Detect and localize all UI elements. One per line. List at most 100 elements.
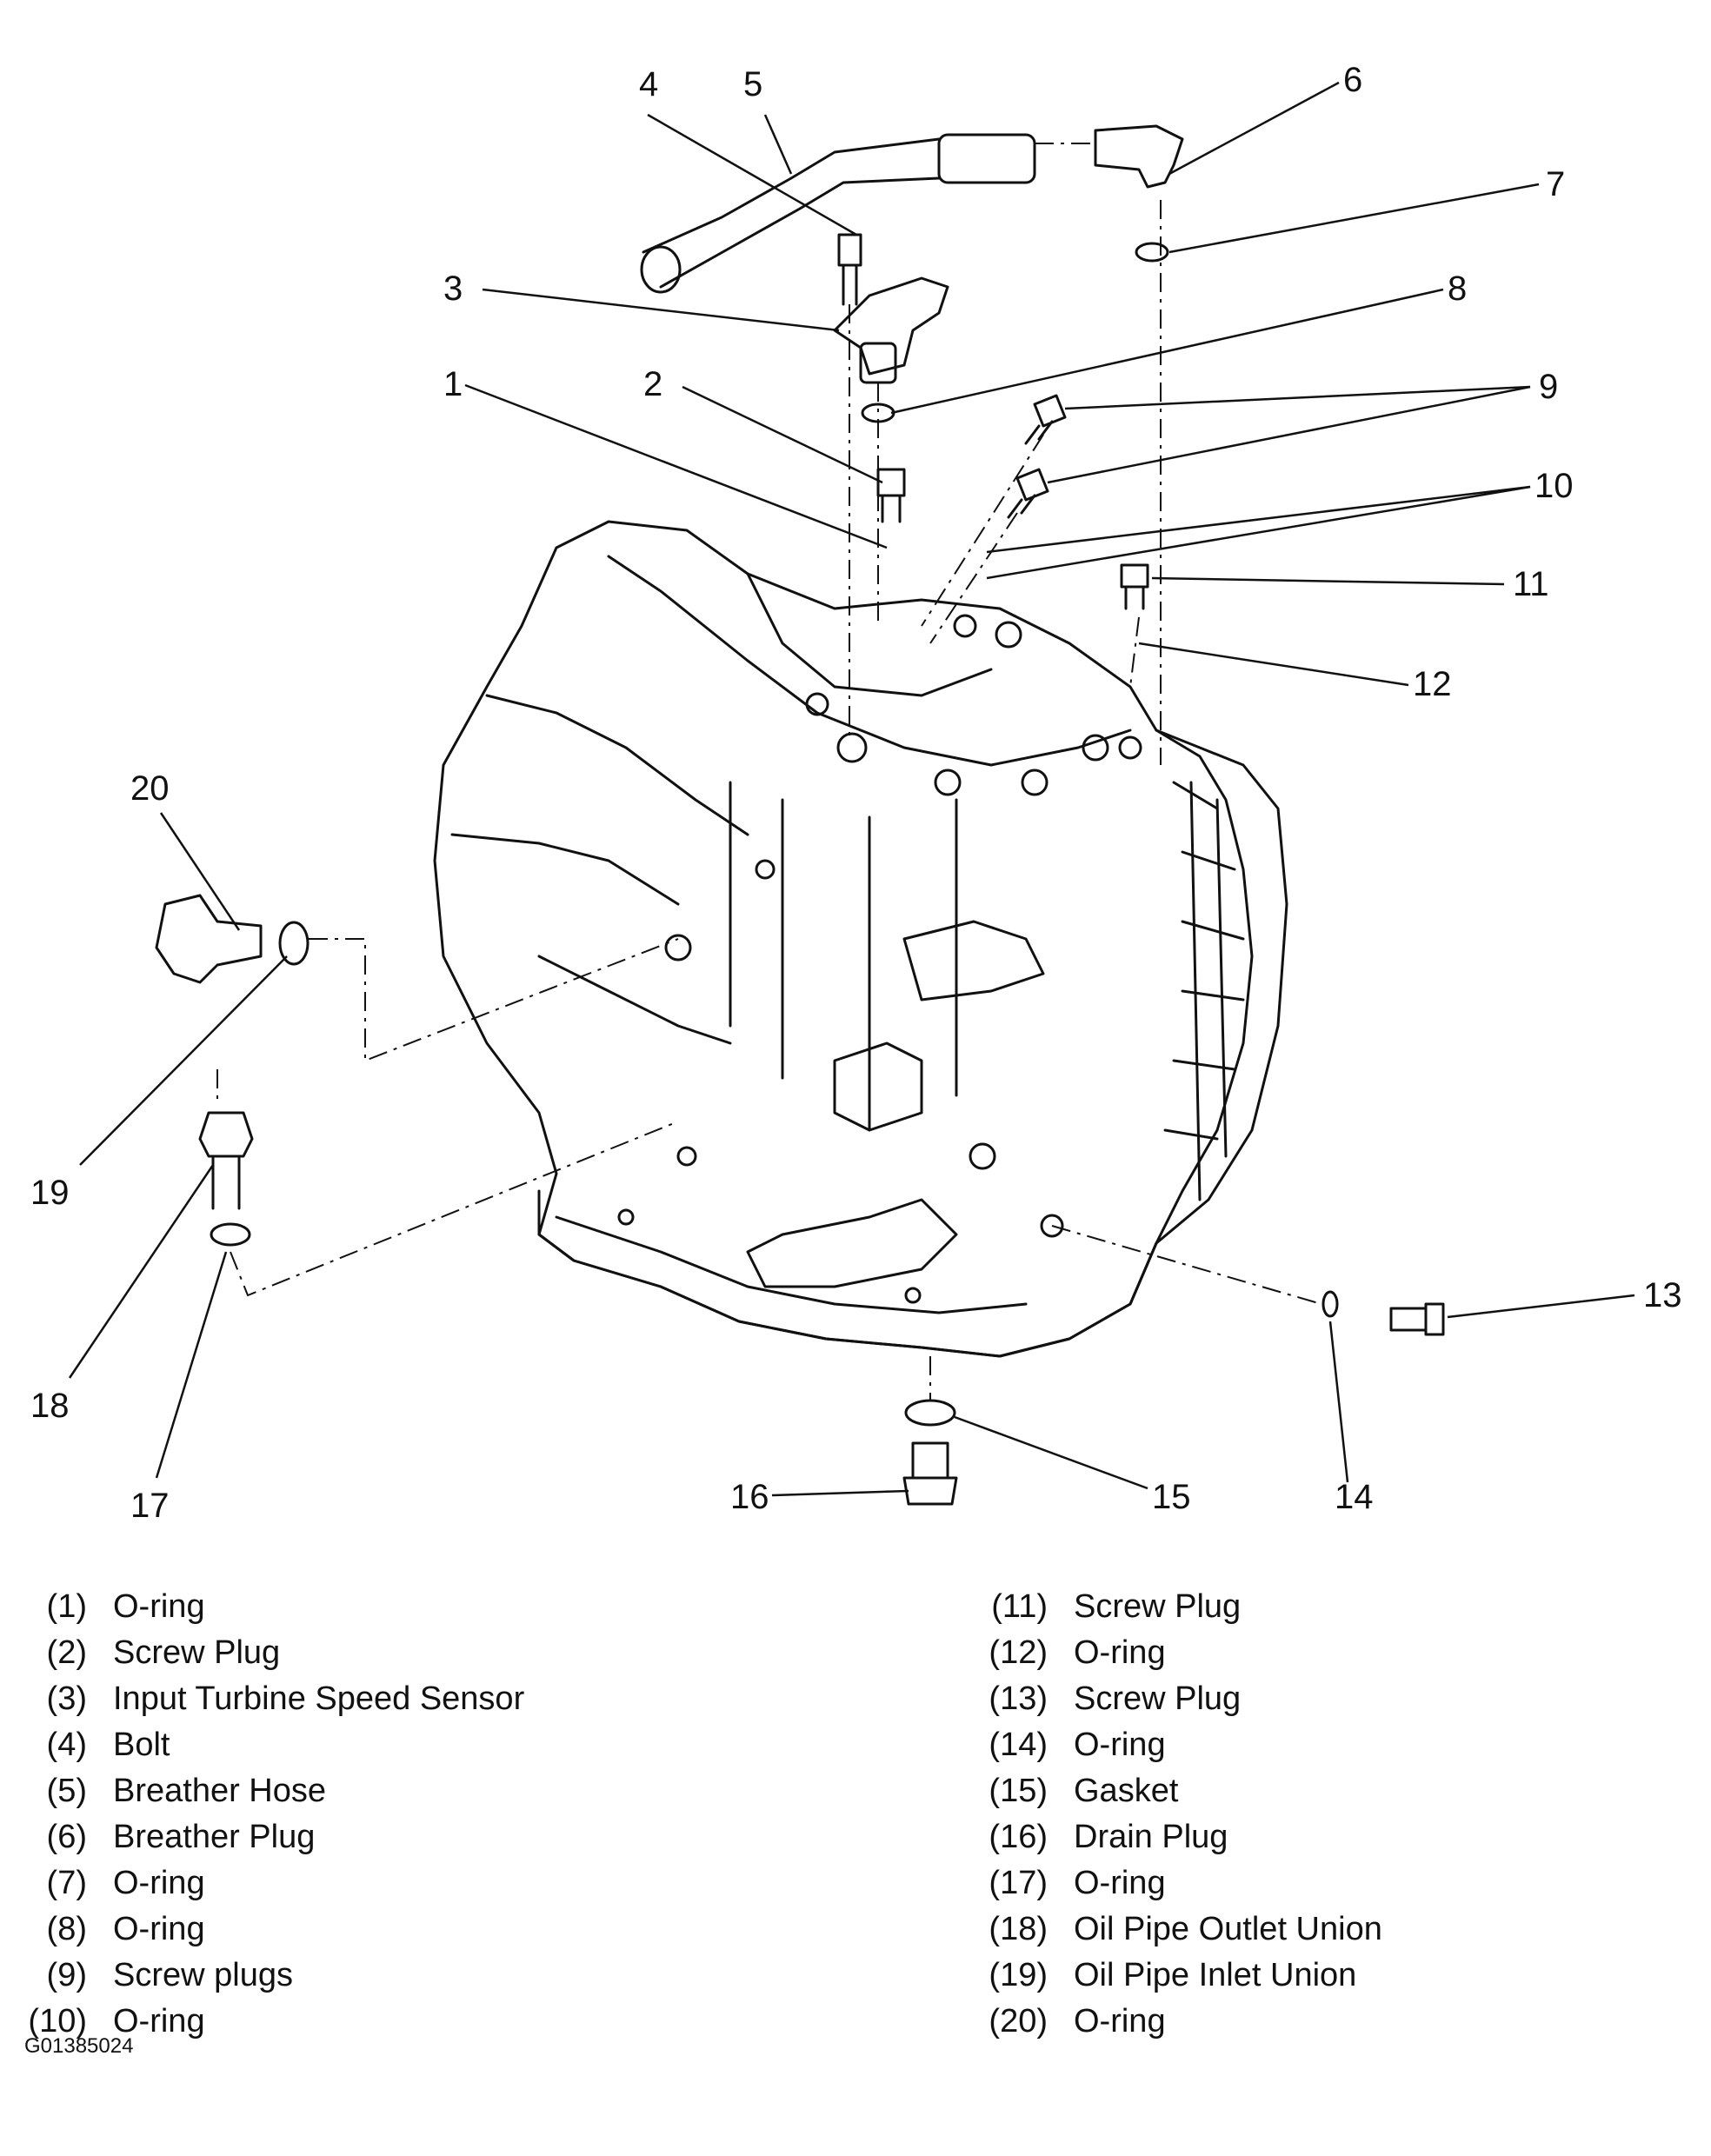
screw-plug-9a — [1024, 394, 1067, 445]
legend-label: O-ring — [1074, 2003, 1166, 2040]
legend-label: Breather Plug — [113, 1819, 316, 1855]
legend-item: (4) Bolt — [0, 1722, 524, 1768]
o-ring-20 — [278, 921, 310, 966]
legend-item: (7) O-ring — [0, 1860, 524, 1906]
callout-1: 1 — [443, 365, 463, 403]
callout-5: 5 — [743, 65, 762, 103]
legend-number: (3) — [46, 1680, 87, 1717]
callout-17: 17 — [130, 1487, 170, 1525]
legend-item: (2) Screw Plug — [0, 1630, 524, 1676]
legend-item: (18) Oil Pipe Outlet Union — [961, 1906, 1382, 1953]
legend-number: (4) — [46, 1727, 87, 1763]
breather-hose — [642, 137, 941, 289]
callout-9: 9 — [1539, 368, 1558, 406]
callout-7: 7 — [1546, 165, 1565, 203]
oil-pipe-inlet-union — [155, 894, 263, 984]
legend-number: (20) — [989, 2003, 1048, 2040]
legend-item: (17) O-ring — [961, 1860, 1382, 1906]
callout-18: 18 — [30, 1387, 70, 1425]
gasket — [904, 1399, 956, 1427]
oil-pipe-outlet-union — [198, 1111, 254, 1210]
legend-label: Input Turbine Speed Sensor — [113, 1680, 525, 1717]
legend-item: (5) Breather Hose — [0, 1768, 524, 1814]
legend-item: (12) O-ring — [961, 1630, 1382, 1676]
legend-label: Oil Pipe Inlet Union — [1074, 1957, 1357, 1993]
legend-item: (3) Input Turbine Speed Sensor — [0, 1676, 525, 1722]
callout-8: 8 — [1448, 270, 1467, 308]
callout-14: 14 — [1335, 1478, 1374, 1516]
parts-legend-right: (11) Screw Plug (12) O-ring (13) Screw Plug… — [961, 1584, 1382, 2045]
screw-plug-2 — [876, 468, 906, 523]
legend-item: (6) Breather Plug — [0, 1814, 524, 1860]
legend-item: (16) Drain Plug — [961, 1814, 1382, 1860]
exploded-view-diagram: 4 5 6 7 3 8 1 2 9 10 11 12 20 19 13 18 1… — [30, 61, 1682, 1525]
legend-label: O-ring — [113, 1865, 205, 1901]
legend-number: (14) — [989, 1727, 1048, 1763]
callout-2: 2 — [643, 365, 662, 403]
legend-item: (13) Screw Plug — [961, 1676, 1382, 1722]
bolt — [837, 233, 862, 306]
legend-label: Oil Pipe Outlet Union — [1074, 1911, 1382, 1947]
legend-item: (11) Screw Plug — [961, 1584, 1382, 1630]
legend-item: (8) O-ring — [0, 1906, 524, 1953]
callout-3: 3 — [443, 270, 463, 308]
legend-item: (10) O-ring — [0, 1999, 524, 2045]
legend-label: O-ring — [1074, 1634, 1166, 1671]
callout-13: 13 — [1643, 1276, 1682, 1314]
legend-number: (17) — [989, 1865, 1048, 1901]
legend-number: (12) — [989, 1634, 1048, 1671]
legend-number: (5) — [46, 1773, 87, 1809]
legend-number: (13) — [989, 1680, 1048, 1717]
legend-label: Screw Plug — [113, 1634, 281, 1671]
legend-item: (14) O-ring — [961, 1722, 1382, 1768]
parts-legend-left: (1) O-ring (2) Screw Plug (3) Input Turbine… — [0, 1584, 524, 2045]
breather-plug — [1094, 124, 1184, 189]
figure-code: G01385024 — [24, 2034, 134, 2058]
legend-number: (1) — [46, 1588, 87, 1625]
legend-item: (9)Screw plugs — [0, 1953, 524, 1999]
legend-label: O-ring — [1074, 1727, 1166, 1763]
legend-number: (7) — [46, 1865, 87, 1901]
screw-plug-9b — [1007, 468, 1049, 519]
legend-number: (8) — [46, 1911, 87, 1947]
end-cover — [1155, 729, 1254, 1245]
callout-20: 20 — [130, 769, 170, 808]
callout-10: 10 — [1535, 467, 1574, 505]
legend-number: (11) — [991, 1588, 1048, 1625]
legend-item: (20) O-ring — [961, 1999, 1382, 2045]
callout-6: 6 — [1343, 61, 1362, 99]
legend-item: (19) Oil Pipe Inlet Union — [961, 1953, 1382, 1999]
legend-number: (10) — [28, 2003, 87, 2040]
legend-label: Screw Plug — [1074, 1680, 1242, 1717]
legend-number: (19) — [989, 1957, 1048, 1993]
legend-label: O-ring — [113, 2003, 205, 2040]
legend-label: Screw plugs — [113, 1957, 293, 1993]
legend-number: (18) — [989, 1911, 1048, 1947]
o-ring-7 — [1135, 242, 1169, 263]
o-ring-17 — [210, 1222, 251, 1247]
callout-19: 19 — [30, 1174, 70, 1212]
callout-4: 4 — [639, 65, 658, 103]
legend-number: (16) — [989, 1819, 1048, 1855]
callout-16: 16 — [730, 1478, 769, 1516]
legend-label: Gasket — [1074, 1773, 1179, 1809]
input-turbine-speed-sensor — [833, 276, 949, 376]
oil-pan — [537, 1189, 1158, 1358]
o-ring-14 — [1322, 1290, 1339, 1318]
legend-number: (6) — [46, 1819, 87, 1855]
callout-15: 15 — [1152, 1478, 1191, 1516]
legend-label: Drain Plug — [1074, 1819, 1228, 1855]
legend-number: (15) — [989, 1773, 1048, 1809]
legend-label: Screw Plug — [1074, 1588, 1242, 1625]
legend-label: Breather Hose — [113, 1773, 327, 1809]
drain-plug — [902, 1441, 958, 1506]
legend-item: (15) Gasket — [961, 1768, 1382, 1814]
callout-12: 12 — [1413, 665, 1452, 703]
legend-number: (2) — [46, 1634, 87, 1671]
screw-plug-11 — [1120, 563, 1149, 610]
legend-label: O-ring — [113, 1588, 205, 1625]
legend-label: O-ring — [1074, 1865, 1166, 1901]
legend-label: O-ring — [113, 1911, 205, 1947]
legend-label: Bolt — [113, 1727, 170, 1763]
screw-plug-13 — [1389, 1302, 1445, 1336]
